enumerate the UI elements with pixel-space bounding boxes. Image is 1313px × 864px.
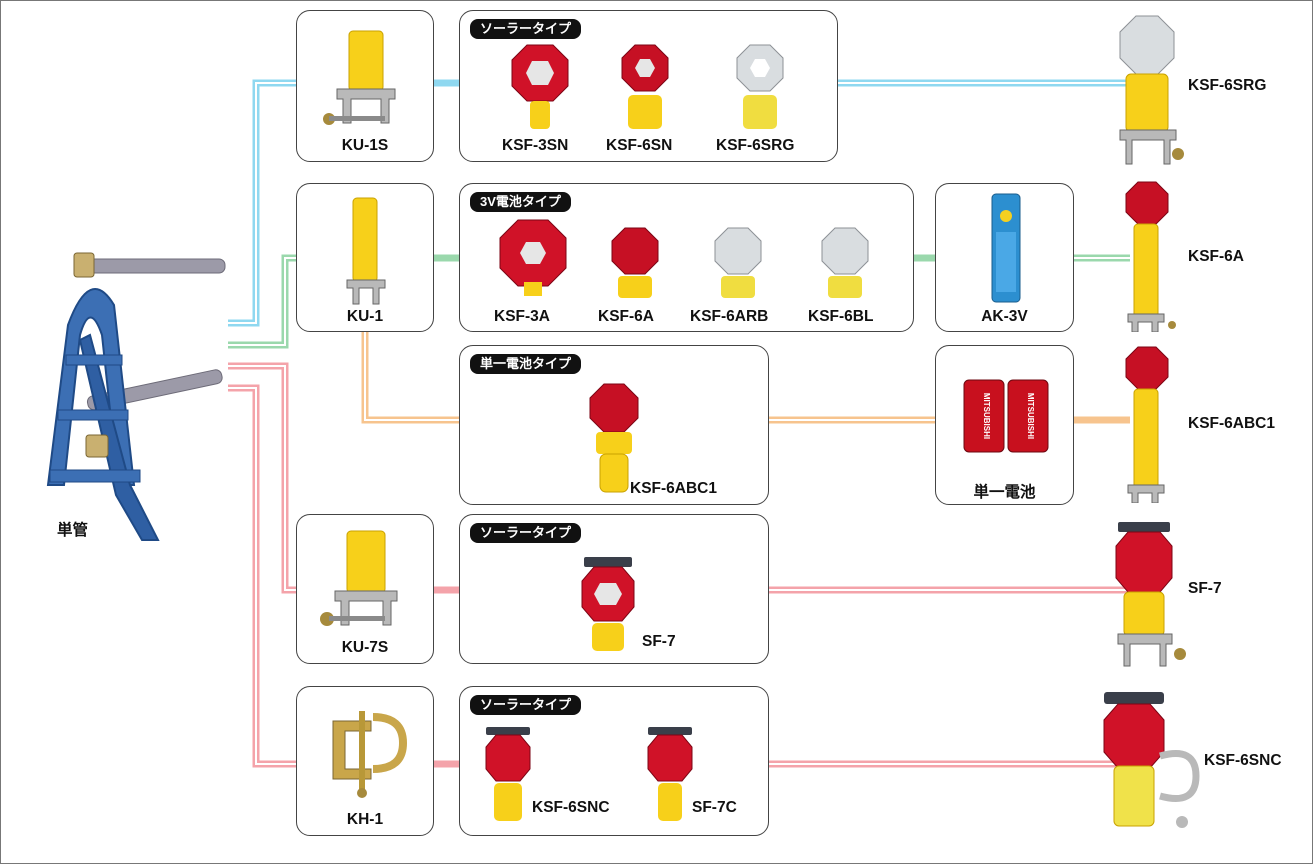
type-tag: ソーラータイプ	[470, 695, 582, 715]
barricade-illustration	[46, 252, 226, 541]
product-box-d-battery: 単一電池タイプ KSF-6ABC1	[459, 345, 769, 505]
end-label: KSF-6A	[1188, 248, 1244, 265]
line-pink-4	[228, 362, 298, 594]
product-box-solar-snc: ソーラータイプ KSF-6SNC SF-7C	[459, 686, 769, 836]
mount-label: KH-1	[346, 811, 384, 828]
mount-box-ku-1s: KU-1S	[296, 10, 434, 162]
mount-box-kh-1: KH-1	[296, 686, 434, 836]
mount-ku-1-image	[346, 197, 386, 305]
mount-box-ku-1: KU-1	[296, 183, 434, 332]
accessory-ak-3v-image	[991, 193, 1021, 303]
accessory-label: AK-3V	[981, 308, 1028, 325]
product-ksf-3a-image	[499, 219, 567, 296]
product-label: KSF-6BL	[808, 308, 874, 325]
product-label: KSF-6SRG	[716, 137, 795, 154]
mount-label: KU-1S	[341, 137, 389, 154]
line-orange	[361, 332, 460, 424]
type-tag: ソーラータイプ	[470, 19, 582, 39]
mount-ku-1s-image	[323, 30, 396, 125]
accessory-box-d-battery: MITSUBISHI MITSUBISHI 単一電池	[935, 345, 1074, 505]
product-ksf-6arb-image	[714, 227, 762, 298]
end-product-ksf-6snc-image	[1103, 692, 1200, 828]
product-box-3v-battery: 3V電池タイプ KSF-3A KSF-6A KSF-6ARB KSF-6BL	[459, 183, 914, 332]
accessory-box-ak-3v: AK-3V	[935, 183, 1074, 332]
product-label: SF-7C	[692, 799, 737, 816]
type-tag: 単一電池タイプ	[470, 354, 582, 374]
battery-brand-text: MITSUBISHI	[982, 393, 991, 439]
product-ksf-6srg-image	[736, 44, 784, 129]
product-label: KSF-6A	[598, 308, 654, 325]
mount-box-ku-7s: KU-7S	[296, 514, 434, 664]
type-tag: ソーラータイプ	[470, 523, 582, 543]
product-ksf-6snc-image	[485, 727, 531, 821]
product-label: KSF-6SNC	[532, 799, 610, 816]
end-product-sf-7-image	[1115, 522, 1186, 667]
base-label: 単管	[57, 522, 89, 539]
mount-kh-1-image	[332, 711, 408, 798]
product-label: KSF-6ARB	[690, 308, 769, 325]
product-ksf-6sn-image	[621, 44, 669, 129]
product-ksf-3sn-image	[511, 44, 569, 129]
product-sf-7-image	[581, 557, 635, 651]
product-label: KSF-6ABC1	[630, 480, 717, 497]
product-label: KSF-3SN	[502, 137, 569, 154]
mount-label: KU-7S	[341, 639, 389, 656]
type-tag: 3V電池タイプ	[470, 192, 571, 212]
line-green	[228, 254, 298, 349]
product-box-solar-sf7: ソーラータイプ SF-7	[459, 514, 769, 664]
end-label: KSF-6SRG	[1188, 77, 1267, 94]
end-product-ksf-6abc1-image	[1125, 346, 1169, 503]
mount-ku-7s-image	[320, 530, 398, 626]
end-product-ksf-6a-image	[1125, 181, 1176, 332]
product-label: SF-7	[642, 633, 676, 650]
end-product-ksf-6srg-image	[1119, 15, 1184, 165]
accessory-d-battery-image: MITSUBISHI MITSUBISHI	[963, 379, 1049, 453]
product-label: KSF-6SN	[606, 137, 673, 154]
accessory-label: 単一電池	[973, 484, 1036, 501]
product-box-solar-1: ソーラータイプ KSF-3SN KSF-6SN KSF-6SRG	[459, 10, 838, 162]
mount-label: KU-1	[346, 308, 384, 325]
product-label: KSF-3A	[494, 308, 550, 325]
product-ksf-6abc1-image	[589, 383, 639, 493]
product-ksf-6bl-image	[821, 227, 869, 298]
end-label: KSF-6ABC1	[1188, 415, 1275, 432]
end-label: SF-7	[1188, 580, 1222, 597]
battery-brand-text: MITSUBISHI	[1026, 393, 1035, 439]
product-sf-7c-image	[647, 727, 693, 821]
end-label: KSF-6SNC	[1204, 752, 1282, 769]
product-ksf-6a-image	[611, 227, 659, 298]
